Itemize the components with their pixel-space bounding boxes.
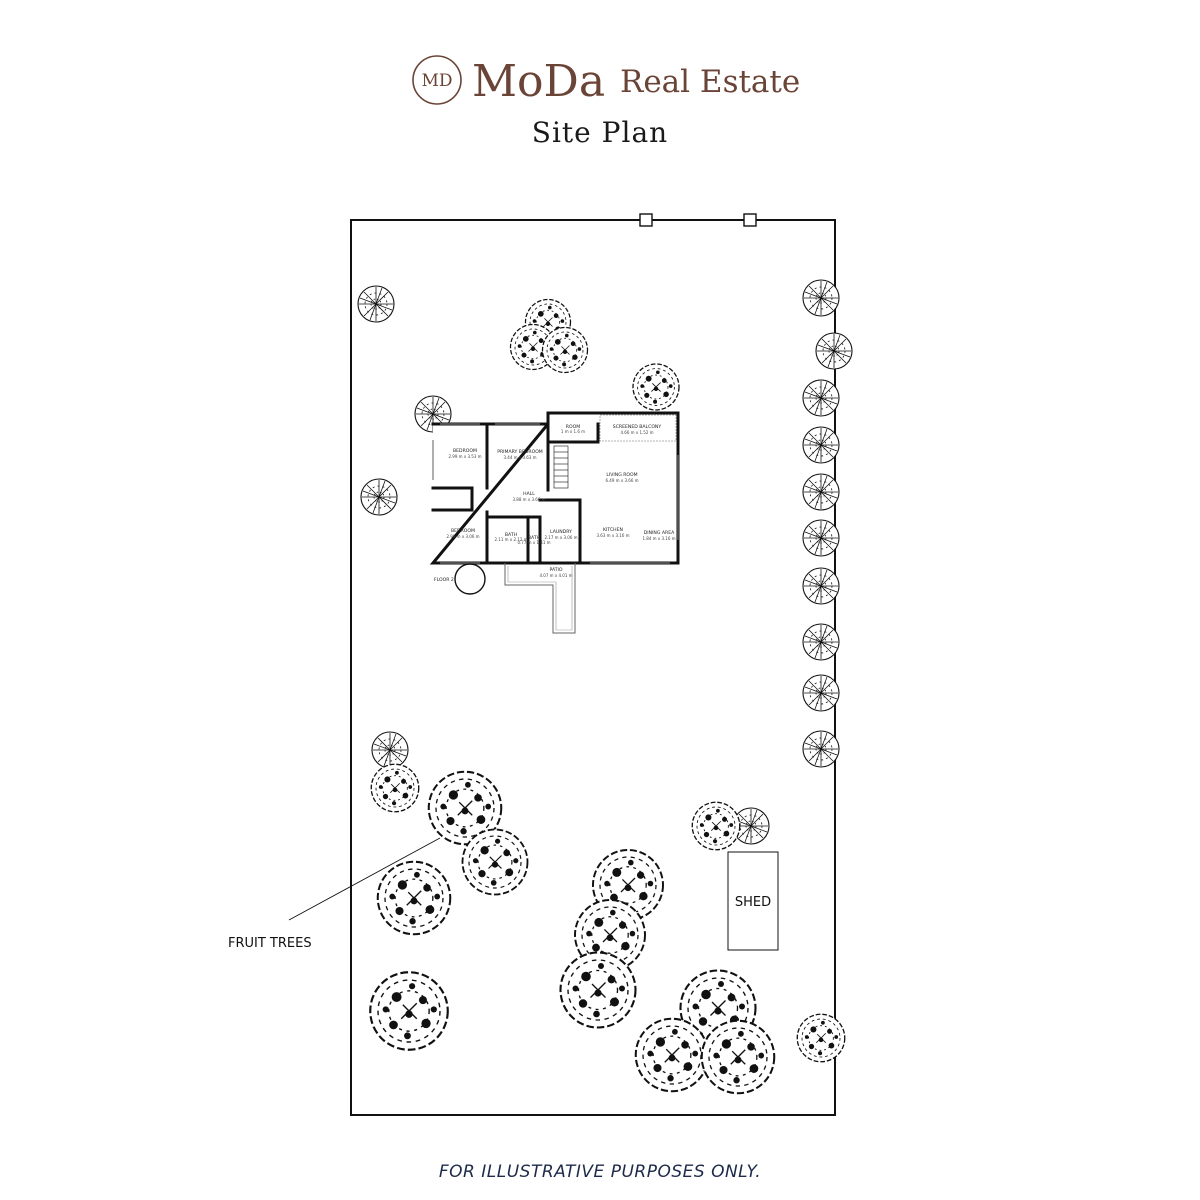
tree-icon [357,285,395,323]
tree-icon [802,623,840,661]
room-label: ROOM [566,424,580,430]
brand-monogram: MD [421,71,452,91]
tree-icon [802,426,840,464]
room-label: BATH [528,535,540,541]
room-label: KITCHEN [603,527,623,533]
tree-icon [802,279,840,317]
shed-label: SHED [735,895,771,910]
room-dims: 2.99 m x 3.06 m [446,534,479,539]
room-dims: 6.49 m x 3.66 m [605,478,638,483]
brand-logo: MD MoDa Real Estate [412,55,800,107]
tree-icon [802,730,840,768]
property-boundary [350,219,836,1116]
room-label: PATIO [549,567,562,573]
tree-icon [815,332,853,370]
room-label: BATH [505,532,517,538]
room-dims: 1.84 m x 3.16 m [642,536,675,541]
room-dims: 2.11 m x 2.12 m [494,537,527,542]
bush-icon [700,1019,776,1095]
shed [727,851,779,951]
room-dims: 2.99 m x 3.53 m [448,454,481,459]
plan-title: Site Plan [531,116,669,149]
room-dims: 4.07 m x 4.01 m [539,573,572,578]
room-dims: 0.77 m x 1.41 m [517,540,550,545]
tree-icon [360,478,398,516]
floor-2-marker [454,563,486,595]
boundary-post [743,213,757,227]
room-dims: 3.88 m x 3.66 m [512,497,545,502]
boundary-tree-row [802,279,853,768]
room-dims: 1 m x 1.6 m [561,429,585,434]
bush-icon [559,951,637,1029]
room-label: SCREENED BALCONY [613,424,662,430]
bush-icon [369,971,449,1051]
room-label: BEDROOM [453,448,477,454]
fruit-tree-cluster [370,763,529,936]
room-dims: 4.66 m x 1.52 m [620,430,653,435]
boundary-post [639,213,653,227]
bush-icon [691,801,741,851]
room-label: LAUNDRY [550,529,572,535]
room-dims: 2.17 m x 3.06 m [544,535,577,540]
bush-icon [541,326,589,374]
brand-subtitle: Real Estate [620,64,800,100]
room-label: PRIMARY BEDROOM [497,449,543,455]
brand-name: MoDa [472,56,605,107]
floor-2-label: FLOOR 2 [434,577,454,583]
tree-icon [802,519,840,557]
room-dims: 3.44 m x 3.63 m [503,455,536,460]
bush-icon [796,1013,846,1063]
fruit-trees-leader [288,837,441,921]
bush-cluster-center [559,849,664,1029]
bush-icon [461,828,529,896]
room-label: HALL [523,491,535,497]
tree-icon [802,567,840,605]
room-label: DINING AREA [644,530,675,536]
bush-icon [634,1017,710,1093]
room-label: BEDROOM [451,528,475,534]
monogram-circle [412,55,462,105]
tree-icon [802,379,840,417]
room-label: LIVING ROOM [606,472,637,478]
fruit-trees-label: FRUIT TREES [228,936,312,951]
bush-icon [376,860,452,936]
tree-icon [802,473,840,511]
bush-icon [632,363,680,411]
bush-icon [370,763,420,813]
house-floor-plan: FLOOR 2 BEDROOM 2.99 m x 3.53 m PRIMARY … [429,411,680,634]
room-dims: 3.63 m x 3.16 m [596,533,629,538]
disclaimer: FOR ILLUSTRATIVE PURPOSES ONLY. [438,1162,762,1182]
tree-icon [371,731,409,769]
bush-cluster-north [509,298,680,411]
tree-icon [802,674,840,712]
